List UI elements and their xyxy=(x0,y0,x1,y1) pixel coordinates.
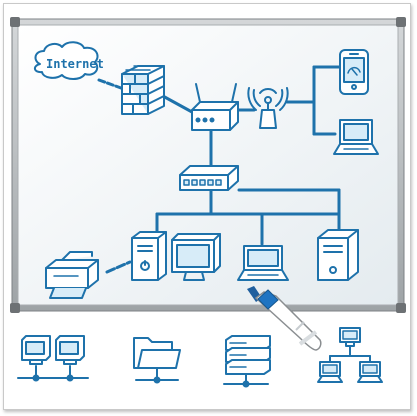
printer-icon xyxy=(45,251,99,299)
network-server-rack-icon xyxy=(223,335,271,388)
internet-label: Internet xyxy=(46,57,104,71)
wireless-access-point-icon xyxy=(247,87,289,129)
board-corner-icon xyxy=(10,303,20,313)
marker-pen-icon xyxy=(247,286,322,351)
network-topology-icon xyxy=(317,327,383,383)
internet-cloud-icon: Internet xyxy=(34,41,104,80)
network-connection-lines xyxy=(97,65,341,274)
board-corner-icon xyxy=(396,17,406,27)
network-switch-icon xyxy=(179,165,239,191)
board-corner-icon xyxy=(10,17,20,27)
laptop-icon xyxy=(237,245,289,281)
router-icon xyxy=(191,83,239,131)
networked-computers-icon xyxy=(17,335,89,382)
desktop-computer-icon xyxy=(131,231,167,281)
server-tower-icon xyxy=(317,229,359,281)
firewall-icon xyxy=(121,65,165,115)
laptop-icon xyxy=(333,119,379,155)
board-corner-icon xyxy=(396,303,406,313)
network-folder-icon xyxy=(133,337,181,384)
smartphone-icon xyxy=(339,49,369,95)
monitor-icon xyxy=(171,233,221,281)
